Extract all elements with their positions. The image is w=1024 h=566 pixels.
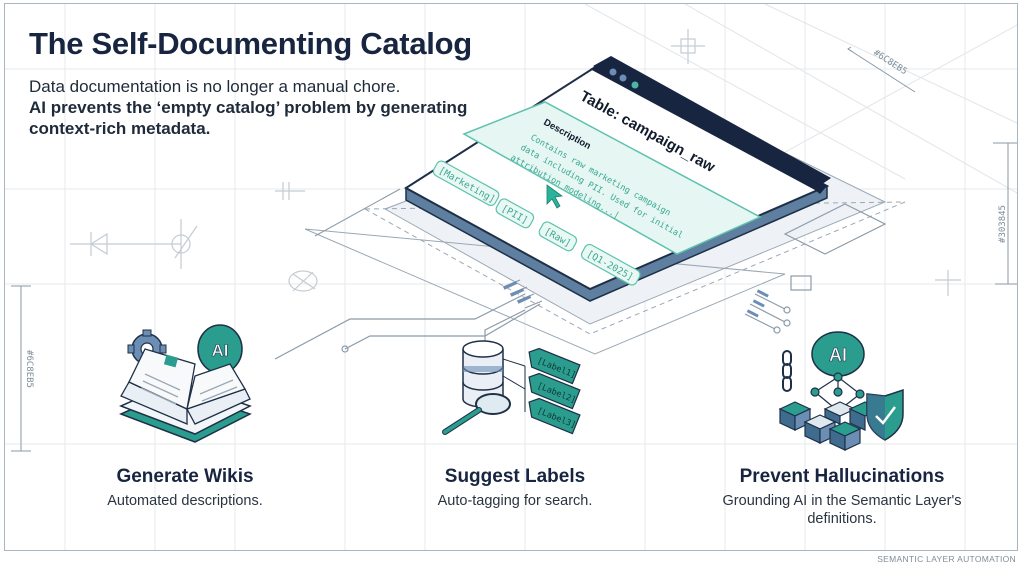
window-dot-3 [631,81,639,89]
tag-chip[interactable] [494,197,535,229]
feature-title: Suggest Labels [444,466,586,487]
feature-description: Grounding AI in the Semantic Layer's def… [722,493,962,527]
feature-description: Auto-tagging for search. [437,493,593,509]
window-title-bar [593,56,831,189]
ai-badge: AI [212,341,229,360]
ai-brain-graph-shield-icon: AI [778,331,904,451]
tag-chip[interactable] [580,243,642,287]
catalog-window: Table: campaign_raw Description Contains… [404,56,831,302]
circuit-symbols [70,29,961,296]
tag-chip[interactable] [432,159,501,207]
label-tag-list: [Label1] [Label2] [Label3] [528,347,581,435]
annotation-left-vertical: #6C8EB5 [24,350,34,388]
subtitle-line-2: AI prevents the ‘empty catalog’ problem … [29,98,468,138]
cube-stack [778,401,882,451]
feature-suggest-labels: Suggest Labels Auto-tagging for search. [405,466,625,510]
ai-badge: AI [829,345,847,365]
book-gear-ai-brain-icon: AI [119,324,252,443]
label-tag [528,347,581,385]
cursor-icon [546,184,564,209]
ai-brain-icon: AI [811,331,865,377]
feature-title: Prevent Hallucinations [739,466,945,487]
ai-brain-icon: AI [197,324,243,374]
shield-check-icon [866,388,904,441]
magnifier-icon [442,393,511,435]
blueprint-background: #6C8EB5 #303845 #6C8EB5 [5,4,1017,550]
feature-description: Automated descriptions. [107,493,263,509]
canvas-frame: #6C8EB5 #303845 #6C8EB5 [4,3,1018,551]
footer-label: SEMANTIC LAYER AUTOMATION [877,554,1016,564]
window-dot-1 [609,68,617,76]
tag-chip[interactable] [537,220,578,252]
label-tag [528,372,581,410]
annotation-right-vertical: #303845 [998,205,1008,243]
database-magnifier-labels-icon: [Label1] [Label2] [Label3] [442,340,581,435]
open-book-icon [119,348,252,443]
chain-icon [782,350,792,392]
feature-prevent-hallucinations: Prevent Hallucinations Grounding AI in t… [717,466,967,528]
annotation-top-right: #6C8EB5 [871,48,908,77]
page-title: The Self-Documenting Catalog [29,26,472,61]
feature-generate-wikis: Generate Wikis Automated descriptions. [75,466,295,510]
description-box [462,101,762,255]
window-dot-2 [619,74,627,82]
label-tag [528,397,581,435]
page-subtitle: Data documentation is no longer a manual… [29,76,509,139]
feature-title: Generate Wikis [116,466,254,487]
subtitle-line-1: Data documentation is no longer a manual… [29,77,401,96]
